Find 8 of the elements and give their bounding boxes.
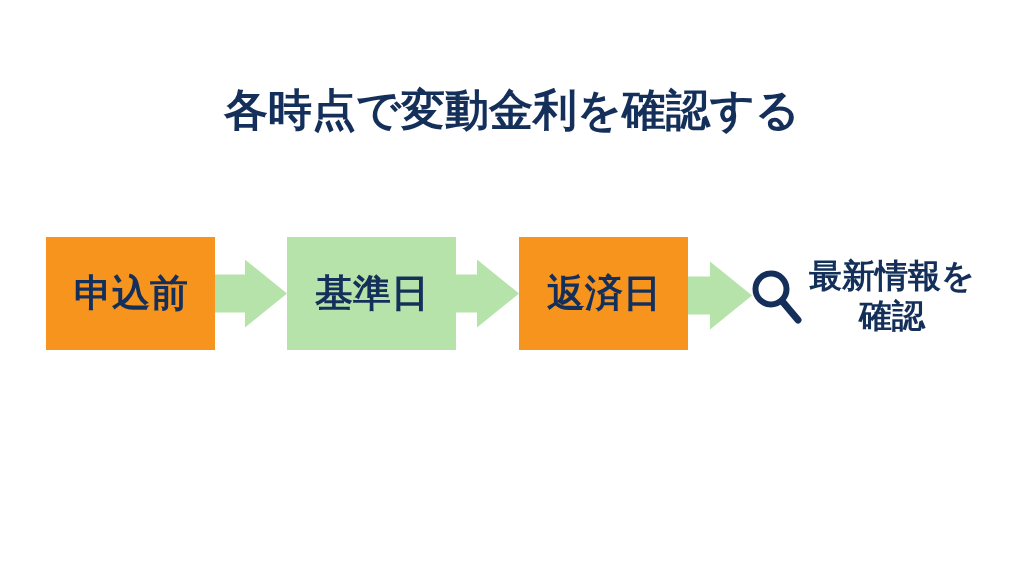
block-arrow	[215, 259, 287, 328]
block-arrow	[456, 259, 519, 328]
process-box: 申込前	[46, 237, 215, 350]
block-arrow	[688, 261, 752, 330]
title: 各時点で変動金利を確認する	[223, 83, 801, 137]
text-label: 最新情報を確認	[808, 256, 976, 336]
process-box: 基準日	[287, 237, 456, 350]
process-box: 返済日	[519, 237, 688, 350]
